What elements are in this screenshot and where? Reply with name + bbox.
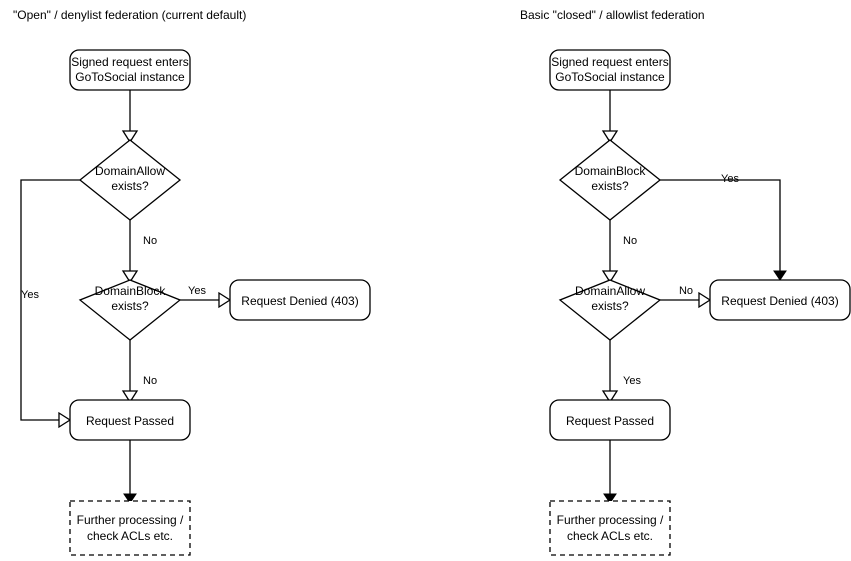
- start-box-line2: GoToSocial instance: [555, 70, 665, 84]
- domainallow-label-line1: DomainAllow: [575, 284, 645, 298]
- node-request-denied-allowlist: Request Denied (403): [709, 279, 851, 321]
- domainallow-label-line2: exists?: [591, 299, 629, 313]
- edge-domainblock-yes-to-denied: [660, 179, 781, 272]
- edge-label-domainblock-yes: Yes: [721, 173, 739, 185]
- edge-label-domainallow-yes: Yes: [623, 375, 641, 387]
- domainblock-label-line2: exists?: [591, 179, 629, 193]
- start-box-line1: Signed request enters: [71, 55, 188, 69]
- request-denied-label: Request Denied (403): [721, 294, 838, 308]
- edge-label-domainblock-no: No: [623, 235, 637, 247]
- arrowhead-passed-to-further: [603, 493, 617, 504]
- domainblock-label-line2: exists?: [111, 299, 149, 313]
- column-title-allowlist: Basic "closed" / allowlist federation: [520, 8, 705, 22]
- request-passed-label: Request Passed: [566, 414, 654, 428]
- domainallow-label-line2: exists?: [111, 179, 149, 193]
- domainblock-label-line1: DomainBlock: [95, 284, 167, 298]
- node-request-passed-allowlist: Request Passed: [549, 399, 671, 441]
- arrowhead-start-to-domainallow: [121, 130, 139, 144]
- column-title-denylist: "Open" / denylist federation (current de…: [13, 8, 246, 22]
- node-start-allowlist: Signed request enters GoToSocial instanc…: [549, 49, 671, 91]
- further-processing-line1: Further processing /: [77, 513, 184, 527]
- edge-label-domainblock-yes: Yes: [188, 285, 206, 297]
- request-passed-label: Request Passed: [86, 414, 174, 428]
- edge-domainallow-yes-to-passed: [20, 179, 80, 421]
- start-box-line1: Signed request enters: [551, 55, 668, 69]
- start-box-line2: GoToSocial instance: [75, 70, 185, 84]
- node-request-passed-denylist: Request Passed: [69, 399, 191, 441]
- domainallow-label-line1: DomainAllow: [95, 164, 165, 178]
- request-denied-label: Request Denied (403): [241, 294, 358, 308]
- arrowhead-domainallow-yes: [601, 390, 619, 404]
- further-processing-line1: Further processing /: [557, 513, 664, 527]
- further-processing-line2: check ACLs etc.: [567, 529, 653, 543]
- further-processing-box-shape: [69, 500, 191, 556]
- further-processing-box-shape: [549, 500, 671, 556]
- edge-label-domainallow-no: No: [143, 235, 157, 247]
- arrowhead-domainblock-yes: [773, 270, 787, 281]
- request-denied-box-shape: [709, 279, 851, 321]
- domainblock-label-line1: DomainBlock: [575, 164, 647, 178]
- request-denied-box-shape: [229, 279, 371, 321]
- arrowhead-domainblock-no: [121, 390, 139, 404]
- node-decision-domainblock-allowlist: DomainBlock exists?: [558, 139, 662, 221]
- further-processing-line2: check ACLs etc.: [87, 529, 173, 543]
- node-start-denylist: Signed request enters GoToSocial instanc…: [69, 49, 191, 91]
- node-further-processing-denylist: Further processing / check ACLs etc.: [69, 500, 191, 556]
- edge-label-domainallow-yes: Yes: [21, 289, 39, 301]
- arrowhead-domainallow-no: [698, 291, 712, 309]
- arrowhead-domainblock-yes: [218, 291, 232, 309]
- node-decision-domainblock-denylist: DomainBlock exists?: [78, 279, 182, 341]
- arrowhead-domainallow-yes: [58, 411, 72, 429]
- arrowhead-domainallow-no: [121, 270, 139, 284]
- column-denylist: "Open" / denylist federation (current de…: [13, 8, 371, 556]
- edge-label-domainblock-no: No: [143, 375, 157, 387]
- arrowhead-start-to-domainblock: [601, 130, 619, 144]
- node-decision-domainallow-denylist: DomainAllow exists?: [78, 139, 182, 221]
- node-further-processing-allowlist: Further processing / check ACLs etc.: [549, 500, 671, 556]
- node-request-denied-denylist: Request Denied (403): [229, 279, 371, 321]
- node-decision-domainallow-allowlist: DomainAllow exists?: [558, 279, 662, 341]
- arrowhead-passed-to-further: [123, 493, 137, 504]
- arrowhead-domainblock-no: [601, 270, 619, 284]
- edge-label-domainallow-no: No: [679, 285, 693, 297]
- column-allowlist: Basic "closed" / allowlist federation Si…: [520, 8, 851, 556]
